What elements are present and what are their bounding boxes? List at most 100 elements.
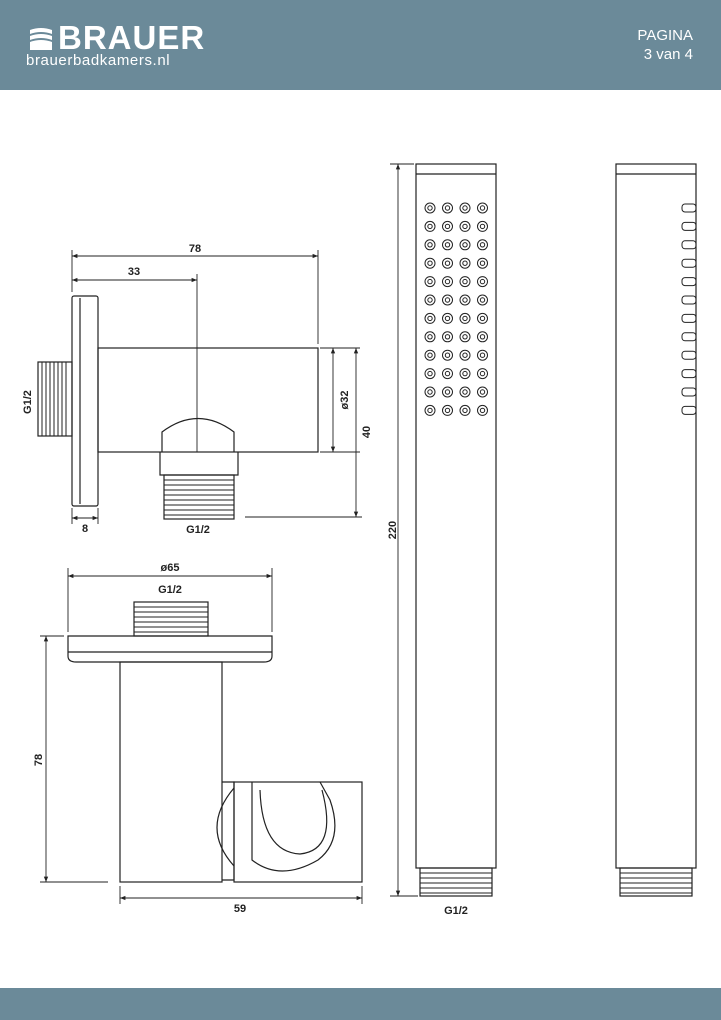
nozzle-outer <box>477 220 488 232</box>
nozzle-inner <box>479 260 486 266</box>
nozzle-inner <box>462 370 468 377</box>
nozzle-inner <box>479 223 486 230</box>
nozzle-outer <box>459 368 471 380</box>
side-nozzle <box>681 258 697 268</box>
wall-outlet-side-view <box>37 295 319 520</box>
nozzle-inner <box>444 407 451 414</box>
nozzle-inner <box>479 242 486 248</box>
side-nozzle <box>681 350 697 360</box>
nozzle-inner <box>462 297 468 303</box>
nozzle-inner <box>444 389 451 395</box>
nozzle-inner <box>479 297 486 303</box>
nozzle-outer <box>442 239 453 251</box>
nozzle-inner <box>462 260 468 266</box>
hand-shower-side-view <box>615 163 697 897</box>
nozzle-outer <box>442 202 453 214</box>
footer-band <box>0 988 721 1020</box>
nozzle-inner <box>444 278 451 285</box>
nozzle-inner <box>427 389 433 395</box>
nozzle-inner <box>427 242 433 248</box>
nozzle-outer <box>442 349 453 361</box>
nozzle-inner <box>427 278 433 285</box>
nozzle-outer <box>442 312 453 324</box>
nozzle-outer <box>442 257 453 269</box>
nozzle-inner <box>444 370 451 377</box>
nozzle-inner <box>427 260 433 266</box>
side-nozzle <box>681 387 697 397</box>
nozzle-inner <box>462 278 468 285</box>
nozzle-inner <box>462 242 468 248</box>
nozzle-outer <box>459 202 471 214</box>
nozzle-inner <box>427 334 433 340</box>
nozzle-grid <box>424 202 488 416</box>
dim-holder-65: ø65 <box>161 562 180 574</box>
side-nozzle <box>681 295 697 305</box>
dim-holder-78: 78 <box>33 754 45 766</box>
page-label: PAGINA <box>637 27 693 44</box>
nozzle-outer <box>477 312 488 324</box>
nozzle-inner <box>479 334 486 340</box>
brand-url[interactable]: brauerbadkamers.nl <box>26 52 171 69</box>
nozzle-outer <box>477 386 488 398</box>
side-nozzle <box>681 203 697 213</box>
nozzle-inner <box>462 223 468 230</box>
dim-outlet-40: 40 <box>361 426 373 438</box>
nozzle-outer <box>424 276 436 288</box>
nozzle-inner <box>427 370 433 377</box>
nozzle-outer <box>459 220 471 232</box>
nozzle-inner <box>479 205 486 211</box>
nozzle-outer <box>477 257 488 269</box>
nozzle-inner <box>444 223 451 230</box>
nozzle-inner <box>444 297 451 303</box>
nozzle-inner <box>427 315 433 322</box>
nozzle-outer <box>442 220 453 232</box>
nozzle-outer <box>424 331 436 343</box>
nozzle-inner <box>462 407 468 414</box>
nozzle-outer <box>477 202 488 214</box>
nozzle-inner <box>479 407 486 414</box>
brand-logo[interactable]: BRAUER brauerbadkamers.nl <box>26 19 226 70</box>
dim-holder-59: 59 <box>234 903 246 915</box>
nozzle-outer <box>442 331 453 343</box>
nozzle-outer <box>459 386 471 398</box>
nozzle-outer <box>442 294 453 306</box>
nozzle-inner <box>444 315 451 322</box>
nozzle-outer <box>459 276 471 288</box>
nozzle-outer <box>477 404 488 416</box>
dim-outlet-33: 33 <box>128 266 140 278</box>
nozzle-outer <box>477 368 488 380</box>
nozzle-inner <box>479 370 486 377</box>
nozzle-inner <box>462 315 468 322</box>
nozzle-outer <box>424 404 436 416</box>
outlet-dimensions <box>71 250 362 524</box>
thread-outlet-left: G1/2 <box>22 390 34 414</box>
nozzle-inner <box>427 223 433 230</box>
nozzle-inner <box>444 260 451 266</box>
side-nozzle <box>681 369 697 379</box>
nozzle-inner <box>427 352 433 358</box>
side-nozzle <box>681 313 697 323</box>
header-band: BRAUER brauerbadkamers.nl PAGINA 3 van 4 <box>0 0 721 90</box>
nozzle-outer <box>477 349 488 361</box>
side-nozzle-column <box>681 203 697 415</box>
nozzle-outer <box>424 312 436 324</box>
page-number: 3 van 4 <box>643 46 693 63</box>
dim-outlet-32: ø32 <box>339 391 351 410</box>
thread-outlet-bottom: G1/2 <box>186 524 210 536</box>
nozzle-inner <box>479 352 486 358</box>
nozzle-outer <box>442 276 453 288</box>
nozzle-outer <box>424 349 436 361</box>
nozzle-inner <box>427 205 433 211</box>
nozzle-inner <box>427 297 433 303</box>
nozzle-outer <box>459 349 471 361</box>
holder-dimensions <box>40 568 363 904</box>
side-nozzle <box>681 221 697 231</box>
hand-shower-front-view <box>415 163 497 897</box>
nozzle-inner <box>479 278 486 285</box>
nozzle-outer <box>424 386 436 398</box>
nozzle-outer <box>442 386 453 398</box>
thread-handshower: G1/2 <box>444 905 468 917</box>
dim-outlet-8: 8 <box>82 523 88 535</box>
nozzle-inner <box>462 334 468 340</box>
nozzle-inner <box>427 407 433 414</box>
